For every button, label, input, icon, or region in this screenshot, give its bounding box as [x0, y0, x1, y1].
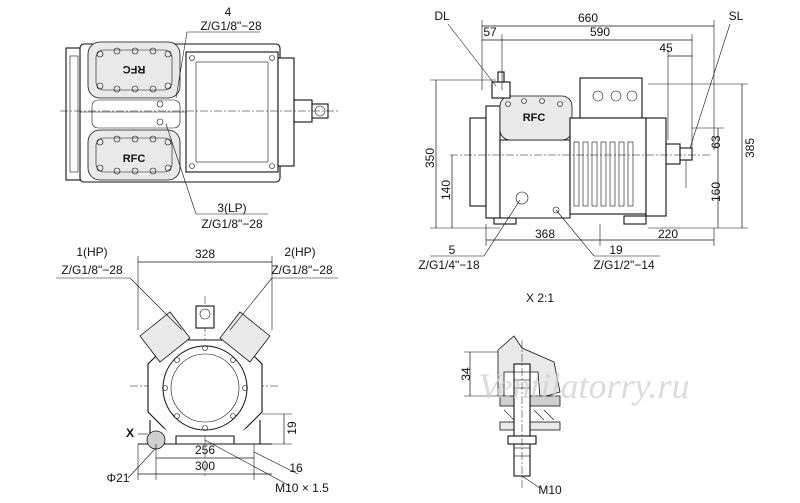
dim-300: 300 [195, 459, 215, 473]
port-3-number: 3(LP) [217, 201, 246, 215]
top-head-upper-bolts [96, 47, 172, 93]
top-head-lower-label: RFC [123, 153, 146, 165]
dim-590: 590 [590, 25, 610, 39]
side-terminal-box [579, 77, 643, 119]
bolt-m10: M10 [538, 483, 562, 497]
top-right-flange [277, 57, 295, 167]
label-sl: SL [729, 9, 744, 23]
dim-385: 385 [743, 138, 757, 158]
bolt-m10x15: M10 × 1.5 [275, 481, 329, 495]
dim-220: 220 [658, 227, 678, 241]
front-flange-bolts [162, 345, 248, 431]
side-flange-left [485, 105, 501, 219]
side-oil-sight [515, 191, 529, 205]
front-motor-circle [162, 345, 248, 431]
side-crankcase [499, 139, 571, 219]
dim-368: 368 [535, 227, 555, 241]
label-dl: DL [434, 9, 450, 23]
port-5-number: 5 [449, 243, 456, 257]
dim-34: 34 [459, 367, 473, 381]
front-head-right [219, 311, 271, 363]
detail-title: X 2:1 [526, 291, 554, 305]
port-2-thread: Z/G1/8"−28 [271, 263, 333, 277]
port-4-number: 4 [225, 5, 232, 19]
port-4-thread: Z/G1/8"−28 [200, 19, 262, 33]
side-head-label: RFC [523, 112, 546, 124]
detail-view: X 2:1 34 M10 [459, 291, 562, 497]
dim-660: 660 [578, 11, 598, 25]
front-head-left [139, 311, 191, 363]
top-head-upper-label: RFC [123, 63, 146, 75]
top-motor-cover [195, 61, 269, 163]
port-1-number: 1(HP) [76, 245, 107, 259]
dim-256: 256 [195, 443, 215, 457]
dim-63: 63 [709, 135, 723, 149]
dim-45: 45 [659, 41, 673, 55]
top-head-upper [87, 41, 181, 99]
top-view: RFC RFC 4 Z/G1/8"−28 [60, 5, 340, 231]
dim-160: 160 [709, 182, 723, 202]
top-head-upper-inner [95, 49, 173, 91]
watermark: Ventilatorry.ru [478, 366, 689, 406]
port-1-thread: Z/G1/8"−28 [61, 263, 123, 277]
port-2-number: 2(HP) [284, 245, 315, 259]
side-view: RFC 660 [418, 9, 757, 272]
top-head-lower [87, 129, 181, 181]
leader-port-3 [165, 123, 197, 215]
top-head-lower-bolts [96, 135, 172, 175]
dim-16: 16 [289, 461, 303, 475]
leader-port-4 [175, 31, 188, 99]
port-3-thread: Z/G1/8"−28 [201, 217, 263, 231]
phi-21: Φ21 [107, 471, 130, 485]
dim-19-front: 19 [285, 421, 299, 435]
dim-19-side: 19 [609, 243, 623, 257]
top-valve-plate [91, 99, 181, 129]
dim-350: 350 [423, 148, 437, 168]
x-marker: X [126, 426, 134, 440]
top-left-flange-inner [69, 55, 79, 173]
top-motor-housing [185, 51, 279, 173]
side-flange-right [645, 117, 667, 217]
side-suction-valve [665, 143, 681, 165]
front-view: 328 1(HP) Z/G1/8"−28 2(HP) Z/G1/8"−28 X … [56, 245, 338, 495]
dim-57: 57 [483, 25, 497, 39]
side-end-cover [469, 117, 487, 207]
side-cooling-fins [573, 141, 634, 207]
dim-140: 140 [439, 180, 453, 200]
top-head-lower-inner [95, 137, 173, 173]
dim-328: 328 [195, 247, 215, 261]
thread-half-inch: Z/G1/2"−14 [593, 258, 655, 272]
side-motor-housing [569, 117, 647, 215]
port-5-thread: Z/G1/4"−18 [418, 258, 480, 272]
